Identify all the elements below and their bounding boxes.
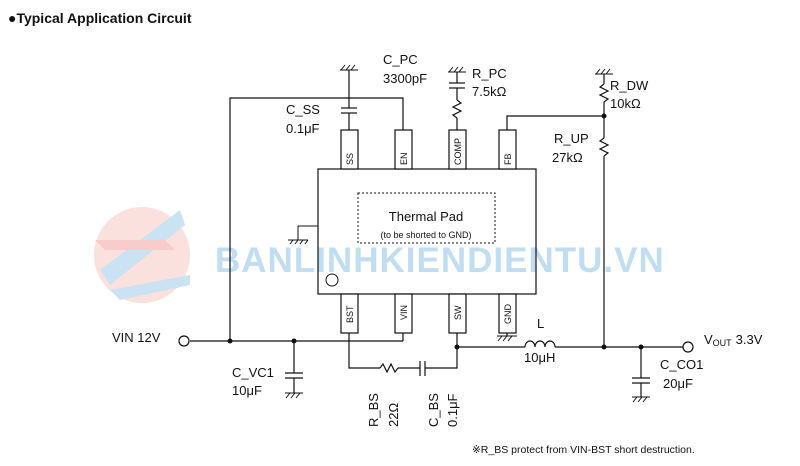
c-ss-value: 0.1μF [286,121,320,136]
pin-label-gnd: GND [503,304,513,325]
junction-vout-divider [601,344,607,350]
wire-bst [348,333,380,369]
r-up-resistor [598,137,610,157]
r-bs-resistor [379,362,399,374]
pin-label-sw: SW [453,305,463,320]
page-title: ●Typical Application Circuit [8,10,192,26]
c-pc-name: C_PC [383,52,418,67]
pin-label-vin: VIN [399,305,409,320]
c-bs-value: 0.1μF [445,393,460,427]
inductor-name: L [537,316,544,331]
pin-label-bst: BST [345,305,355,323]
pin-label-ss: SS [345,153,355,165]
vout-sub: OUT [713,338,733,348]
vout-terminal[interactable] [682,341,694,353]
r-dw-ground-icon [595,68,613,75]
pin-label-en: EN [399,152,409,165]
c-vc1-ground-icon [285,392,303,399]
wire-vin-to-en [229,97,404,341]
c-vc1-name: C_VC1 [232,365,274,380]
watermark-logo-icon [94,207,190,303]
gnd-pin-ground-icon [497,335,517,342]
c-pc-ground-icon [448,66,466,73]
pin1-marker [325,273,339,287]
ic-body [317,168,537,295]
r-pc-resistor [451,99,463,119]
c-ss-ground-icon [340,64,358,71]
pin-label-comp: COMP [453,138,463,165]
vout-prefix: V [704,332,713,347]
wire-fb-to-divider [506,115,604,130]
r-up-value: 27kΩ [552,150,583,165]
r-pc-name: R_PC [472,66,507,81]
c-co1-value: 20μF [663,376,693,391]
vin-terminal[interactable] [178,335,190,347]
inductor-value: 10μH [524,350,555,365]
r-up-name: R_UP [554,131,589,146]
r-dw-name: R_DW [610,78,649,93]
junction-vin-loop [227,338,233,344]
c-ss-name: C_SS [286,102,320,117]
chip-ground-icon [288,225,318,245]
r-bs-value: 22Ω [386,403,401,427]
r-dw-resistor [598,83,610,103]
thermal-pad [357,192,496,244]
thermal-pad-note: (to be shorted to GND) [380,230,471,240]
c-bs-name: C_BS [426,393,441,427]
inductor-l [524,340,556,348]
r-dw-value: 10kΩ [610,96,641,111]
footnote: ※R_BS protect from VIN-BST short destruc… [472,444,695,456]
c-co1-name: C_CO1 [660,357,703,372]
watermark-text: BANLINHKIENDIENTU.VN [215,241,665,280]
pin-label-fb: FB [503,153,513,165]
c-vc1-value: 10μF [232,383,262,398]
r-pc-value: 7.5kΩ [472,84,507,99]
vout-value: 3.3V [736,332,763,347]
thermal-pad-title: Thermal Pad [389,209,463,224]
c-co1-ground-icon [632,396,650,403]
c-pc-value: 3300pF [383,71,427,86]
vin-label: VIN 12V [112,330,161,345]
r-bs-name: R_BS [366,393,381,427]
